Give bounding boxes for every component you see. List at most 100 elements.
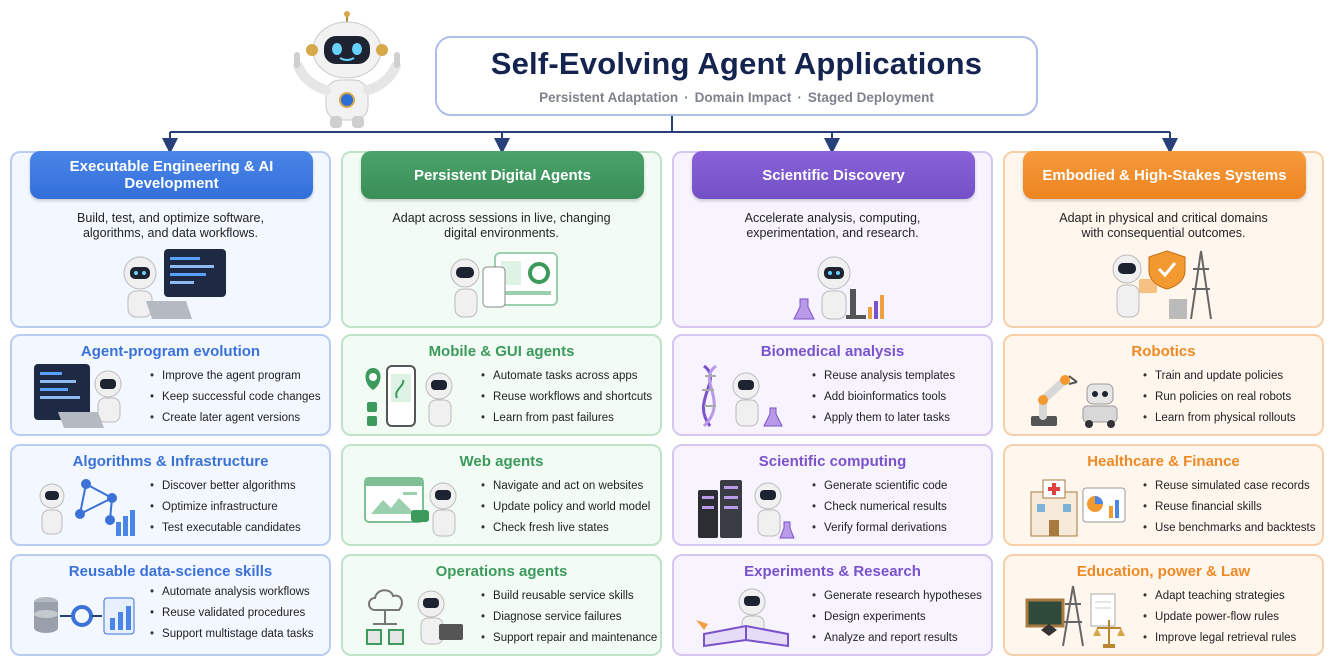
list-item: Keep successful code changes — [150, 387, 321, 408]
card-list: Adapt teaching strategies Update power-f… — [1143, 586, 1296, 649]
title-box: Self-Evolving Agent Applications Persist… — [435, 36, 1038, 116]
robot-laptop-code-icon — [123, 249, 226, 319]
chalkboard-scales-icon — [1025, 585, 1125, 648]
list-item: Generate research hypotheses — [812, 586, 982, 607]
card-list: Automate analysis workflows Reuse valida… — [150, 582, 314, 645]
list-item: Update policy and world model — [481, 497, 650, 518]
list-item: Learn from physical rollouts — [1143, 408, 1296, 429]
subtitle-item: Staged Deployment — [807, 90, 934, 105]
list-item: Reuse validated procedures — [150, 603, 314, 624]
list-item: Build reusable service skills — [481, 586, 657, 607]
list-item: Check numerical results — [812, 497, 947, 518]
robot-microscope-icon — [793, 256, 884, 320]
robot-dashboard-icon — [450, 252, 558, 318]
card-education-power-law: Education, power & Law Adapt teaching st… — [1003, 554, 1324, 656]
card-list: Improve the agent program Keep successfu… — [150, 366, 321, 429]
column-banner: Executable Engineering & AI Development — [30, 151, 313, 199]
list-item: Optimize infrastructure — [150, 497, 301, 518]
card-list: Build reusable service skills Diagnose s… — [481, 586, 657, 649]
list-item: Check fresh live states — [481, 518, 650, 539]
list-item: Generate scientific code — [812, 476, 947, 497]
column-description: Build, test, and optimize software, algo… — [77, 211, 264, 240]
list-item: Support multistage data tasks — [150, 624, 314, 645]
list-item: Navigate and act on websites — [481, 476, 650, 497]
server-rack-icon — [698, 480, 795, 539]
card-list: Train and update policies Run policies o… — [1143, 366, 1296, 429]
list-item: Learn from past failures — [481, 408, 652, 429]
list-item: Apply them to later tasks — [812, 408, 955, 429]
card-list: Reuse analysis templates Add bioinformat… — [812, 366, 955, 429]
list-item: Verify formal derivations — [812, 518, 947, 539]
list-item: Reuse financial skills — [1143, 497, 1315, 518]
dna-icon — [702, 364, 783, 428]
list-item: Run policies on real robots — [1143, 387, 1296, 408]
card-list: Automate tasks across apps Reuse workflo… — [481, 366, 652, 429]
phone-map-icon — [365, 365, 453, 427]
card-list: Reuse simulated case records Reuse finan… — [1143, 476, 1315, 539]
list-item: Improve legal retrieval rules — [1143, 628, 1296, 649]
card-title: Algorithms & Infrastructure — [72, 453, 269, 470]
open-book-icon — [696, 588, 789, 648]
subtitle-separator: · — [684, 90, 689, 105]
robot-arm-icon — [1031, 375, 1118, 428]
column-science: Scientific Discovery Accelerate analysis… — [672, 151, 993, 328]
card-title: Experiments & Research — [744, 563, 921, 580]
card-list: Discover better algorithms Optimize infr… — [150, 476, 301, 539]
card-title: Healthcare & Finance — [1087, 453, 1240, 470]
list-item: Add bioinformatics tools — [812, 387, 955, 408]
column-digital: Persistent Digital Agents Adapt across s… — [341, 151, 662, 328]
list-item: Reuse simulated case records — [1143, 476, 1315, 497]
card-title: Operations agents — [435, 563, 568, 580]
database-pipeline-icon — [34, 597, 135, 635]
card-experiments-research: Experiments & Research Generate research… — [672, 554, 993, 656]
list-item: Discover better algorithms — [150, 476, 301, 497]
cloud-server-icon — [366, 589, 463, 645]
subtitle-item: Persistent Adaptation — [539, 90, 679, 105]
card-mobile-gui-agents: Mobile & GUI agents Automate tasks acros… — [341, 334, 662, 436]
card-list: Navigate and act on websites Update poli… — [481, 476, 650, 539]
list-item: Test executable candidates — [150, 518, 301, 539]
card-reusable-data-science-skills: Reusable data-science skills Automate an… — [10, 554, 331, 656]
subtitle-separator: · — [797, 90, 802, 105]
column-engineering: Executable Engineering & AI Development … — [10, 151, 331, 328]
list-item: Analyze and report results — [812, 628, 982, 649]
network-graph-icon — [39, 479, 135, 536]
column-description: Adapt in physical and critical domains w… — [1059, 211, 1268, 240]
card-algorithms-infrastructure: Algorithms & Infrastructure Discover bet… — [10, 444, 331, 546]
card-title: Mobile & GUI agents — [428, 343, 575, 360]
column-banner: Persistent Digital Agents — [361, 151, 644, 199]
card-robotics: Robotics Train and update policies Run p… — [1003, 334, 1324, 436]
card-operations-agents: Operations agents Build reusable service… — [341, 554, 662, 656]
list-item: Improve the agent program — [150, 366, 321, 387]
card-title: Agent-program evolution — [80, 343, 261, 360]
column-banner: Embodied & High-Stakes Systems — [1023, 151, 1306, 199]
card-title: Biomedical analysis — [760, 343, 905, 360]
list-item: Update power-flow rules — [1143, 607, 1296, 628]
page-subtitle: Persistent Adaptation · Domain Impact · Stag… — [437, 90, 1036, 105]
card-agent-program-evolution: Agent-program evolution Improve the agen… — [10, 334, 331, 436]
column-banner: Scientific Discovery — [692, 151, 975, 199]
list-item: Reuse analysis templates — [812, 366, 955, 387]
browser-window-icon — [364, 477, 457, 537]
list-item: Diagnose service failures — [481, 607, 657, 628]
list-item: Create later agent versions — [150, 408, 321, 429]
card-web-agents: Web agents Navigate and act on websites … — [341, 444, 662, 546]
robot-mascot-icon — [293, 11, 401, 128]
list-item: Automate tasks across apps — [481, 366, 652, 387]
code-window-robot-icon — [34, 364, 122, 428]
card-title: Scientific computing — [758, 453, 907, 470]
card-list: Generate scientific code Check numerical… — [812, 476, 947, 539]
subtitle-item: Domain Impact — [694, 90, 792, 105]
connector-lines — [162, 116, 1178, 154]
list-item: Train and update policies — [1143, 366, 1296, 387]
list-item: Support repair and maintenance — [481, 628, 657, 649]
card-biomedical-analysis: Biomedical analysis Reuse analysis templ… — [672, 334, 993, 436]
card-title: Robotics — [1131, 343, 1196, 360]
column-description: Accelerate analysis, computing, experime… — [744, 211, 921, 240]
column-description: Adapt across sessions in live, changing … — [392, 211, 611, 240]
column-embodied: Embodied & High-Stakes Systems Adapt in … — [1003, 151, 1324, 328]
list-item: Design experiments — [812, 607, 982, 628]
card-healthcare-finance: Healthcare & Finance Reuse simulated cas… — [1003, 444, 1324, 546]
page-title: Self-Evolving Agent Applications — [490, 46, 983, 81]
list-item: Use benchmarks and backtests — [1143, 518, 1315, 539]
